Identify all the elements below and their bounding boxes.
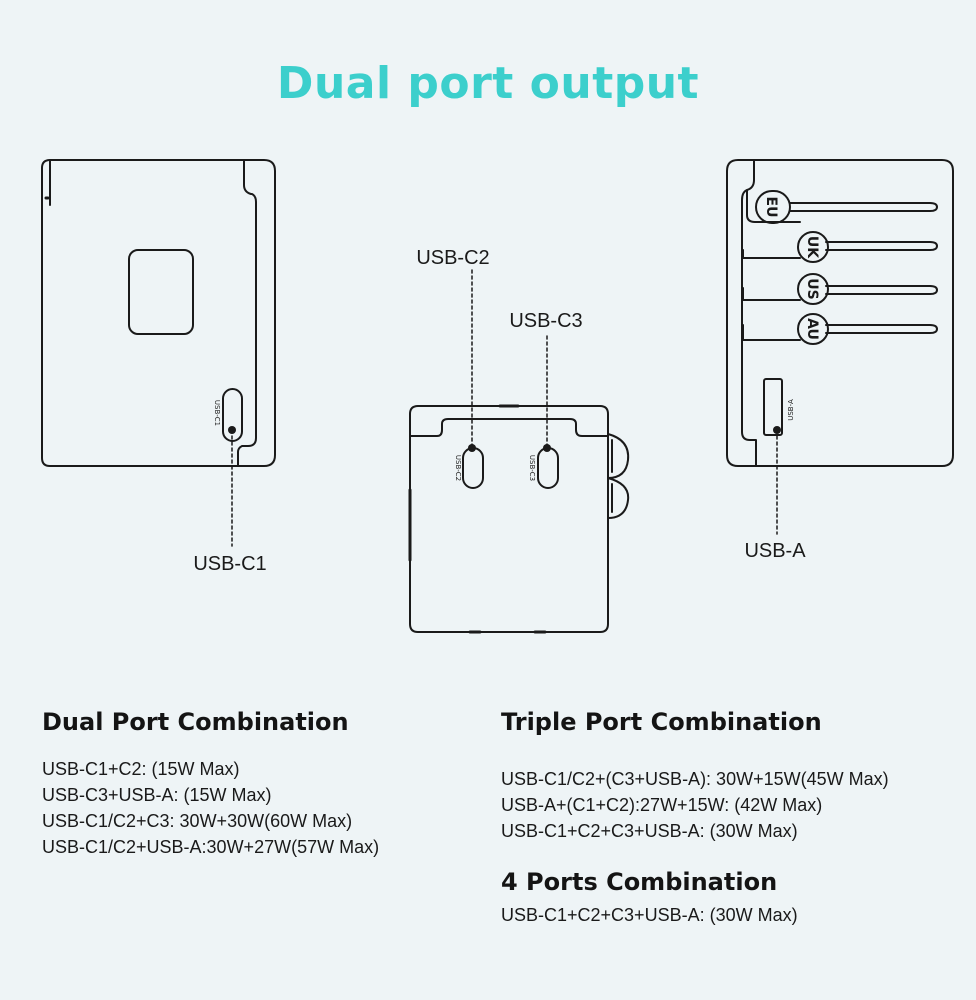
page-title: Dual port output [276,58,700,109]
dual-port-heading: Dual Port Combination [42,708,349,736]
dual-line: USB-C1+C2: (15W Max) [42,759,240,779]
port-diagram: USB-C1 USB-C2 USB-C3 USB-A USB-C1 USB-C2… [41,159,954,634]
device-label-usb-c2: USB-C2 [454,455,462,481]
plug-us [797,273,829,305]
plug-eu [755,190,791,224]
dual-line: USB-C3+USB-A: (15W Max) [42,785,272,805]
usb-a-port [763,378,783,436]
left-device [41,159,276,467]
usb-c1-port [222,388,243,442]
device-label-usb-c3: USB-C3 [528,455,536,481]
four-port-section: 4 Ports Combination USB-C1+C2+C3+USB-A: … [501,868,798,928]
label-usb-c3: USB-C3 [509,310,582,332]
plug-label-us: US [804,278,820,299]
triple-line: USB-C1+C2+C3+USB-A: (30W Max) [501,821,798,841]
plug-uk [797,231,829,263]
plug-au [797,313,829,345]
plug-label-eu: EU [763,197,779,218]
plug-label-uk: UK [804,236,820,259]
triple-port-heading: Triple Port Combination [501,708,822,736]
callout-lines [231,269,778,547]
middle-device [408,404,630,634]
usb-c3-port [537,447,559,489]
four-line: USB-C1+C2+C3+USB-A: (30W Max) [501,905,798,925]
plug-label-au: AU [804,318,820,340]
dual-line: USB-C1/C2+USB-A:30W+27W(57W Max) [42,837,380,857]
label-usb-c1: USB-C1 [193,553,266,575]
right-device [726,159,954,467]
triple-line: USB-A+(C1+C2):27W+15W: (42W Max) [501,795,823,815]
dual-line: USB-C1/C2+C3: 30W+30W(60W Max) [42,811,353,831]
button-square [128,249,194,335]
triple-port-section: Triple Port Combination USB-C1/C2+(C3+US… [501,708,889,844]
four-port-heading: 4 Ports Combination [501,868,778,896]
label-usb-a: USB-A [744,540,806,562]
label-usb-c2: USB-C2 [416,247,489,269]
device-label-usb-c1: USB-C1 [213,400,221,426]
triple-line: USB-C1/C2+(C3+USB-A): 30W+15W(45W Max) [501,769,889,789]
usb-c2-port [462,447,484,489]
dual-port-section: Dual Port Combination USB-C1+C2: (15W Ma… [42,708,379,860]
device-label-usb-a: USB-A [787,399,795,421]
